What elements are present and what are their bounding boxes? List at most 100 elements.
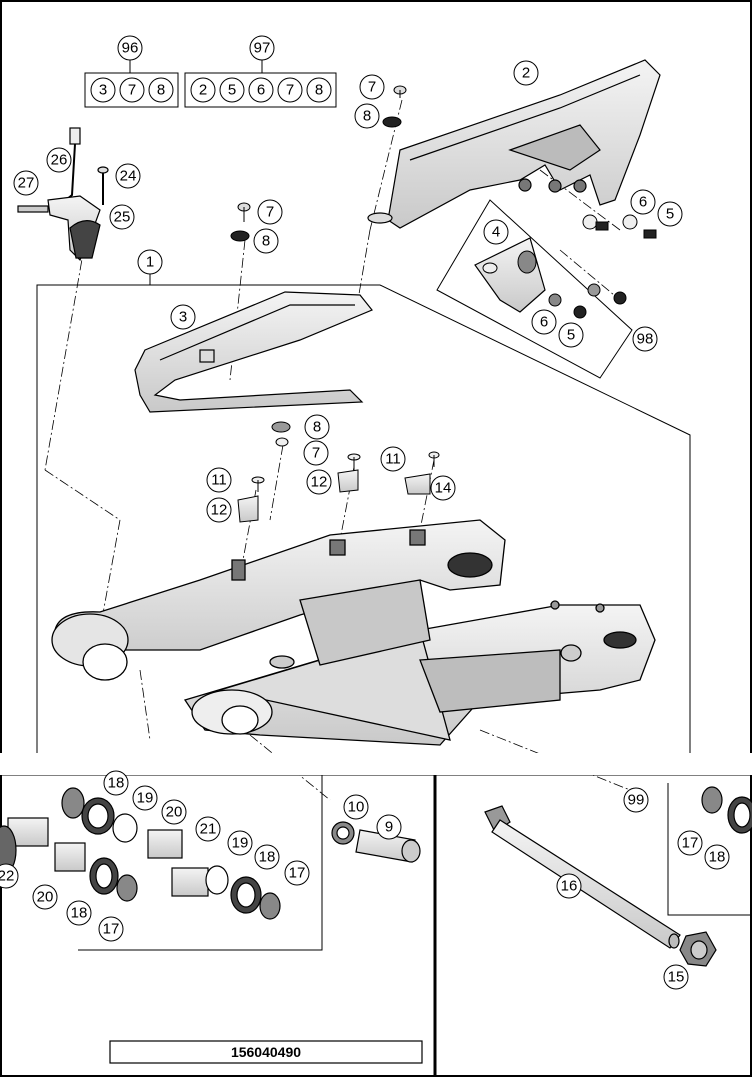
callout-16: 16 [556,873,582,899]
callout-7: 7 [303,440,329,466]
callout-circle [0,863,19,889]
callout-circle [109,204,135,230]
callout-circle [623,787,649,813]
callout-label: 12 [311,474,328,491]
callout-circle [380,446,406,472]
callout-circle [195,816,221,842]
callout-label: 17 [289,865,306,882]
kit-number: 97 [254,40,271,57]
callout-label: 16 [561,878,578,895]
callout-6: 6 [531,309,557,335]
callout-15: 15 [663,964,689,990]
callout-circle [556,873,582,899]
callout-circle [254,844,280,870]
kit-96: 96 3 7 8 [84,35,179,108]
callout-label: 11 [385,451,401,468]
kit-98-box [436,199,633,379]
callout-17: 17 [677,830,703,856]
callout-circle [13,170,39,196]
callout-12: 12 [306,469,332,495]
callout-circle [663,964,689,990]
axle-16-nut-15 [484,805,717,967]
callout-circle [303,440,329,466]
callout-circle [657,201,683,227]
callout-circle [343,794,369,820]
callout-label: 26 [51,152,68,169]
callout-11: 11 [206,467,232,493]
callout-20: 20 [32,884,58,910]
callout-label: 99 [628,792,645,809]
callout-circle [376,814,402,840]
callout-circle [304,414,330,440]
callout-18: 18 [704,844,730,870]
callout-circle [430,475,456,501]
callout-25: 25 [109,204,135,230]
kit-part-label: 8 [157,82,165,99]
callout-label: 17 [103,921,120,938]
callout-label: 8 [313,419,321,436]
callout-label: 21 [200,821,217,838]
callout-label: 9 [385,819,393,836]
callout-1: 1 [137,249,163,275]
callout-17: 17 [98,916,124,942]
swingarm-part-1 [51,519,656,746]
callout-2: 2 [513,60,539,86]
callout-label: 7 [266,204,274,221]
callout-circle [98,916,124,942]
callout-27: 27 [13,170,39,196]
callout-label: 6 [540,314,548,331]
callout-label: 8 [262,233,270,250]
callout-label: 18 [259,849,276,866]
callout-circle [284,860,310,886]
callout-5: 5 [657,201,683,227]
callout-circle [513,60,539,86]
callout-label: 7 [312,445,320,462]
document-number: 156040490 [231,1044,301,1060]
callout-10: 10 [343,794,369,820]
callout-label: 6 [639,194,647,211]
callout-8: 8 [354,103,380,129]
callout-circle [161,799,187,825]
callout-14: 14 [430,475,456,501]
callout-label: 22 [0,868,14,885]
callout-label: 18 [709,849,726,866]
callout-label: 20 [37,889,54,906]
callout-18: 18 [103,770,129,796]
callout-label: 2 [522,65,530,82]
callout-label: 10 [348,799,365,816]
callout-label: 11 [211,472,227,489]
sensor-parts [17,127,109,262]
clips-11-12-14 [237,451,440,523]
callout-3: 3 [170,304,196,330]
chain-slider-part-3 [134,291,373,413]
callout-circle [137,249,163,275]
callout-circle [630,189,656,215]
callout-circle [206,497,232,523]
callout-17: 17 [284,860,310,886]
kit-part-label: 7 [128,82,136,99]
callout-label: 15 [668,969,685,986]
callout-19: 19 [132,785,158,811]
callout-circle [66,900,92,926]
kit-part-label: 5 [228,82,236,99]
kit-part-label: 3 [99,82,107,99]
callout-label: 1 [146,254,154,271]
callout-label: 7 [368,79,376,96]
callout-label: 17 [682,835,699,852]
callout-label: 18 [108,775,125,792]
callout-circle [46,147,72,173]
callout-12: 12 [206,497,232,523]
callout-11: 11 [380,446,406,472]
callout-label: 19 [137,790,154,807]
callout-circle [115,163,141,189]
bearing-set-right [667,783,752,916]
callout-8: 8 [253,228,279,254]
kit-number: 96 [122,40,139,57]
kit-part-label: 6 [257,82,265,99]
kit-part-label: 8 [315,82,323,99]
callout-circle [531,309,557,335]
